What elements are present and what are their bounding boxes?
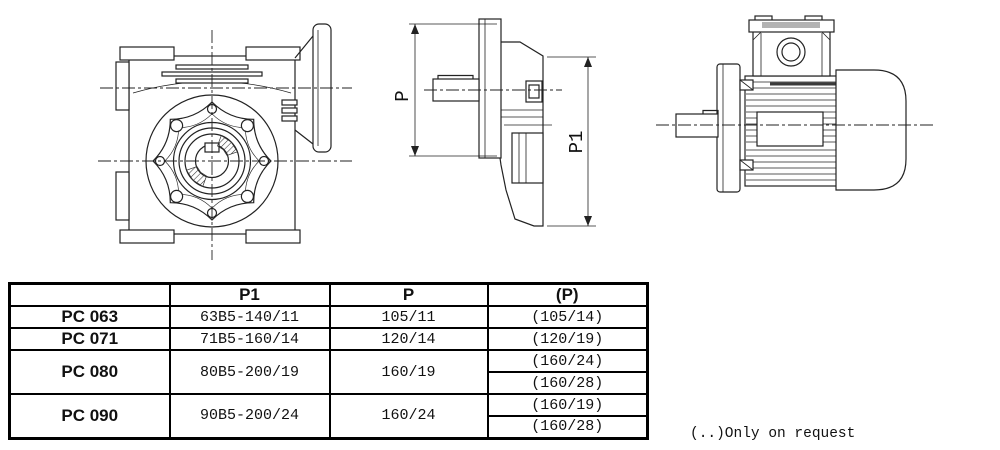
terminal-box [752, 29, 831, 77]
model-cell: PC 090 [8, 393, 171, 439]
bolt-line [739, 159, 754, 171]
arrowhead [584, 57, 592, 67]
model-cell: PC 071 [8, 327, 171, 351]
p-cell: 120/14 [328, 327, 489, 351]
p-opt-cell: (160/28) [486, 415, 649, 439]
arrowhead [411, 24, 419, 34]
body-slot [770, 82, 840, 86]
header-model [8, 282, 171, 307]
arrowhead [584, 216, 592, 226]
worm-end-cap [525, 80, 543, 103]
table-row: PC 063 63B5-140/11 105/11 (105/14) [8, 305, 649, 329]
section-hatch [217, 135, 238, 156]
table-subrow: (160/28) [10, 415, 649, 439]
seal-rib [281, 99, 298, 106]
p-cell: 105/11 [328, 305, 489, 329]
output-boss-lines [518, 133, 527, 183]
header-p: P [328, 282, 489, 307]
motor-side-view-drawing [656, 15, 936, 193]
terminal-box-lines [752, 30, 831, 76]
table-row: PC 071 71B5-160/14 120/14 (120/19) [8, 327, 649, 351]
motor-flange [716, 63, 741, 193]
input-flange-taper [294, 35, 314, 145]
gearbox-side-view-drawing: P P1 [392, 18, 596, 227]
cable-gland-inner [781, 42, 801, 62]
p-opt-cell: (160/19) [486, 393, 649, 417]
output-boss [511, 132, 544, 184]
housing-foot [245, 229, 301, 244]
bolt-hole [170, 118, 184, 133]
bolt-hole [170, 189, 184, 203]
dim-label-p: P [392, 90, 414, 101]
bolt-line [739, 79, 754, 91]
nameplate [756, 111, 824, 147]
housing-rib [115, 61, 130, 111]
table-header-row: P1 P (P) [8, 282, 649, 307]
model-cell: PC 063 [8, 305, 171, 329]
dim-label-p1: P1 [566, 131, 588, 154]
note-text: (..)Only on request [690, 426, 856, 442]
extension-lines [409, 23, 497, 157]
shaft-step [702, 109, 719, 114]
spec-table: P1 P (P) PC 063 63B5-140/11 105/11 (105/… [8, 282, 649, 440]
worm-end-cap-inner [528, 84, 540, 99]
motor-shaft [675, 113, 719, 138]
header-p-paren: (P) [486, 282, 649, 307]
shaft-key-step [437, 74, 474, 79]
cable-gland-outer [776, 37, 806, 67]
cooling-fins [746, 81, 839, 181]
housing-rib [115, 171, 130, 221]
bolt-hole [240, 189, 254, 203]
bolt-hole [240, 118, 254, 133]
p1-cell: 71B5-160/14 [168, 327, 331, 351]
table-row: PC 080 80B5-200/19 160/19 (160/24) [8, 349, 649, 395]
p-cell: 160/24 [328, 393, 489, 439]
p-opt-cell: (105/14) [486, 305, 649, 329]
b5-flange-plate [478, 18, 502, 159]
p-opt-cell: (160/28) [486, 371, 649, 395]
table-row: PC 090 90B5-200/24 160/24 (160/19) [8, 393, 649, 439]
header-p1: P1 [168, 282, 331, 307]
p1-cell: 63B5-140/11 [168, 305, 331, 329]
p-opt-cell: (120/19) [486, 327, 649, 351]
p-opt-cell: (160/24) [486, 349, 649, 373]
p1-cell: 80B5-200/19 [168, 349, 331, 395]
seal-rib [281, 115, 298, 122]
fan-cowl [835, 69, 907, 191]
p-cell: 160/19 [328, 349, 489, 395]
lid-strip [762, 22, 820, 28]
table-subrow: (160/28) [10, 371, 649, 395]
section-hatch [186, 166, 207, 187]
technical-drawings: P P1 [98, 15, 936, 260]
housing-ear [119, 46, 175, 61]
body-joint-lines [500, 109, 543, 118]
gearbox-front-view-drawing [98, 23, 352, 260]
p1-cell: 90B5-200/24 [168, 393, 331, 439]
model-cell: PC 080 [8, 349, 171, 395]
seal-rib [281, 107, 298, 114]
housing-foot [119, 229, 175, 244]
arrowhead [411, 146, 419, 156]
housing-ear [245, 46, 301, 61]
